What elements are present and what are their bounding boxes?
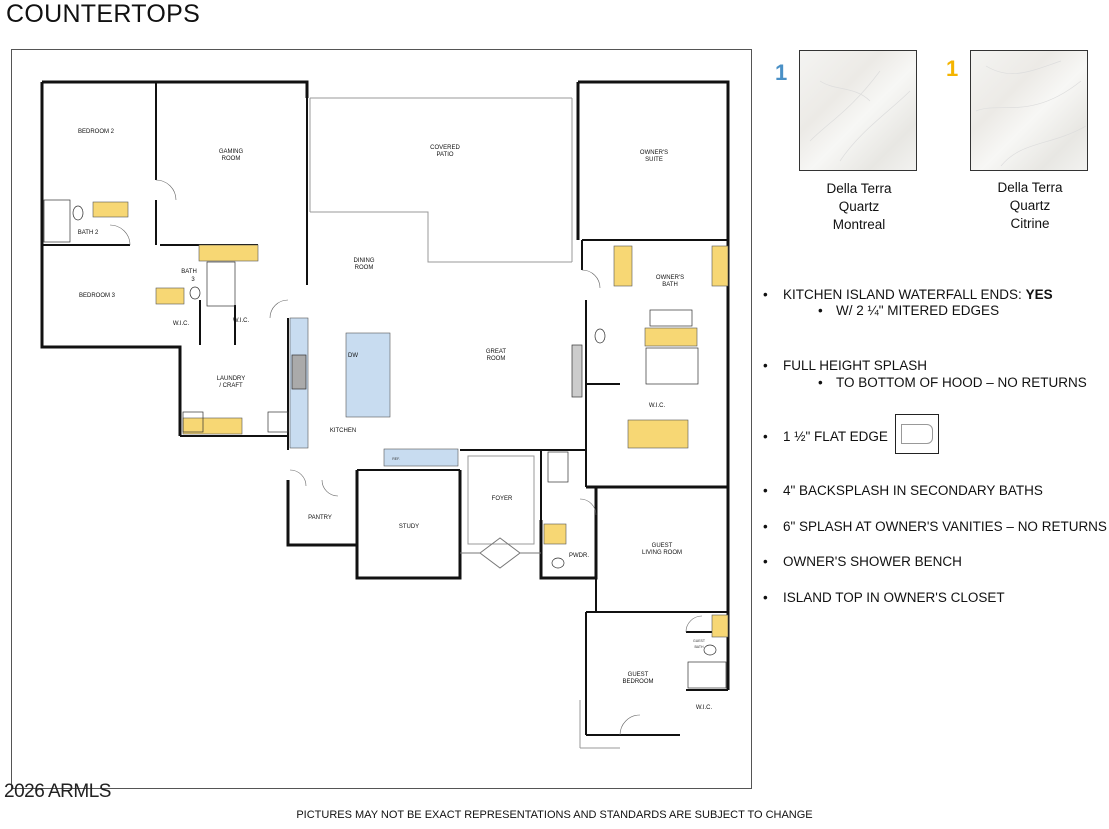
bullet: • <box>763 287 768 302</box>
flat-edge-diagram <box>895 414 939 454</box>
room-label-kitchen: KITCHEN <box>330 428 356 434</box>
swatch-label-citrine-line3: Citrine <box>1010 216 1050 231</box>
swatch-citrine <box>970 50 1088 171</box>
room-label-great: GREAT <box>486 349 507 355</box>
disclaimer: PICTURES MAY NOT BE EXACT REPRESENTATION… <box>296 809 813 821</box>
swatch-number-montreal: 1 <box>775 60 788 85</box>
bullet: • <box>818 303 823 318</box>
dishwasher-label: DW <box>348 353 358 359</box>
bullet: • <box>763 519 768 534</box>
room-label-dining-2: ROOM <box>355 265 374 271</box>
bullet: • <box>763 590 768 605</box>
room-label-bedroom-3: BEDROOM 3 <box>79 293 116 299</box>
room-label-great-2: ROOM <box>487 356 506 362</box>
room-label-bath-3-num: 3 <box>191 277 195 283</box>
room-label-owners-suite-2: SUITE <box>645 157 663 163</box>
note-waterfall-sub: • W/ 2 ¼" MITERED EDGES <box>818 303 999 318</box>
note-full-height-splash-sub: • TO BOTTOM OF HOOD – NO RETURNS <box>818 375 1087 390</box>
room-label-guest-living: GUEST <box>652 543 673 549</box>
room-label-foyer: FOYER <box>492 496 513 502</box>
note-flat-edge-text: 1 ½" FLAT EDGE <box>783 429 888 444</box>
room-label-gaming-2: ROOM <box>222 156 241 162</box>
note-shower-bench: • OWNER'S SHOWER BENCH <box>763 553 962 571</box>
room-label-owners-bath-2: BATH <box>662 282 678 288</box>
room-label-bedroom-2: BEDROOM 2 <box>78 129 115 135</box>
room-label-gaming: GAMING <box>219 149 244 155</box>
note-full-height-splash-text: FULL HEIGHT SPLASH <box>783 358 928 373</box>
note-island-closet-text: ISLAND TOP IN OWNER'S CLOSET <box>783 590 1005 605</box>
room-label-guest-wic: W.I.C. <box>696 705 713 711</box>
bullet: • <box>763 429 768 444</box>
swatch-montreal <box>799 50 917 171</box>
room-label-owners-wic: W.I.C. <box>649 403 666 409</box>
note-full-height-splash-sub-text: TO BOTTOM OF HOOD – NO RETURNS <box>836 375 1087 390</box>
room-label-bath-2: BATH 2 <box>78 230 99 236</box>
swatch-label-montreal-line2: Quartz <box>838 199 880 214</box>
note-full-height-splash: • FULL HEIGHT SPLASH <box>763 357 927 375</box>
flat-edge-profile <box>901 424 933 444</box>
swatch-label-citrine-line2: Quartz <box>1009 198 1051 213</box>
floor-plan: BEDROOM 2 GAMING ROOM COVERED PATIO OWNE… <box>40 80 730 749</box>
room-label-guest-living-2: LIVING ROOM <box>642 550 682 556</box>
page-title: COUNTERTOPS <box>6 0 201 28</box>
bullet: • <box>763 483 768 498</box>
swatch-label-citrine: Della Terra Quartz Citrine <box>965 179 1095 233</box>
note-flat-edge: • 1 ½" FLAT EDGE <box>763 428 888 446</box>
room-label-dining: DINING <box>354 258 375 264</box>
note-shower-bench-text: OWNER'S SHOWER BENCH <box>783 554 962 569</box>
swatch-number-citrine: 1 <box>946 56 959 81</box>
note-island-closet: • ISLAND TOP IN OWNER'S CLOSET <box>763 589 1005 607</box>
note-waterfall-text: KITCHEN ISLAND WATERFALL ENDS: <box>783 287 1022 302</box>
room-label-bath-3: BATH <box>181 269 197 275</box>
note-waterfall-sub-text: W/ 2 ¼" MITERED EDGES <box>836 303 1000 318</box>
copyright-watermark: 2026 ARMLS <box>4 781 111 802</box>
bullet: • <box>818 375 823 390</box>
swatch-label-montreal-line1: Della Terra <box>826 181 892 196</box>
swatch-label-citrine-line1: Della Terra <box>997 180 1063 195</box>
swatch-label-montreal-line3: Montreal <box>832 217 886 232</box>
room-label-guest-bath-2: BATH <box>694 645 704 649</box>
note-backsplash: • 4" BACKSPLASH IN SECONDARY BATHS <box>763 482 1043 500</box>
fridge-label: REF. <box>392 457 400 461</box>
floor-plan-frame <box>11 49 752 789</box>
room-label-laundry: LAUNDRY <box>217 376 246 382</box>
bullet: • <box>763 358 768 373</box>
room-label-owners-bath: OWNER'S <box>656 275 684 281</box>
note-owners-vanity-splash: • 6" SPLASH AT OWNER'S VANITIES – NO RETU… <box>763 518 1107 536</box>
room-label-guest-bedroom: GUEST <box>628 672 649 678</box>
note-backsplash-text: 4" BACKSPLASH IN SECONDARY BATHS <box>783 483 1043 498</box>
note-waterfall: • KITCHEN ISLAND WATERFALL ENDS: YES <box>763 286 1053 304</box>
note-waterfall-value: YES <box>1025 287 1053 302</box>
room-label-guest-bedroom-2: BEDROOM <box>622 679 653 685</box>
room-label-pantry: PANTRY <box>308 515 332 521</box>
bullet: • <box>763 554 768 569</box>
room-label-wic-2: W.I.C. <box>173 321 190 327</box>
room-label-laundry-2: / CRAFT <box>219 383 243 389</box>
room-label-covered-patio: COVERED <box>430 145 460 151</box>
room-label-study: STUDY <box>399 524 419 530</box>
room-label-guest-bath: GUEST <box>693 639 706 643</box>
room-label-powder: PWDR. <box>569 553 589 559</box>
room-label-owners-suite: OWNER'S <box>640 150 668 156</box>
room-label-covered-patio-2: PATIO <box>436 152 453 158</box>
room-label-wic-1: W.I.C. <box>233 318 250 324</box>
swatch-label-montreal: Della Terra Quartz Montreal <box>794 180 924 234</box>
note-owners-vanity-splash-text: 6" SPLASH AT OWNER'S VANITIES – NO RETUR… <box>783 519 1107 534</box>
